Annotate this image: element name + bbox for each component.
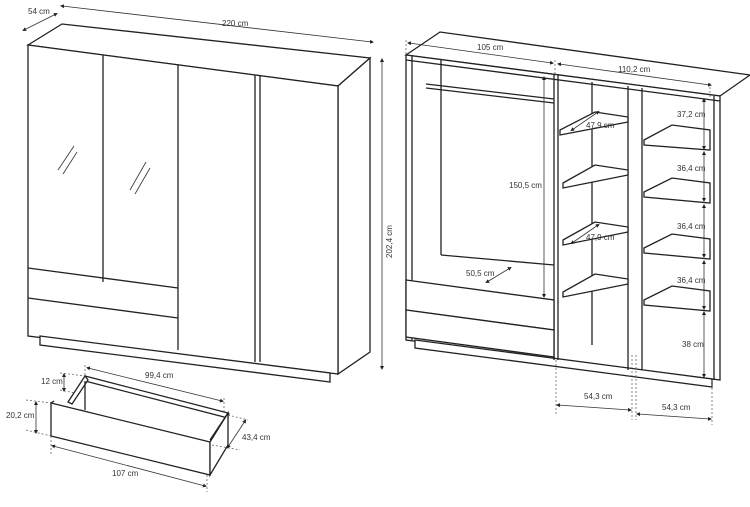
dim-drawer-front-height: 20,2 cm: [6, 411, 35, 420]
dim-shelf-height: 36,4 cm: [677, 164, 706, 173]
dim-width: 220 cm: [222, 19, 249, 28]
dim-depth: 54 cm: [28, 7, 50, 16]
dim-drawer-front-width: 107 cm: [112, 469, 139, 478]
dim-bottom-middle: 54,3 cm: [584, 392, 613, 401]
dim-left-width: 105 cm: [477, 43, 504, 52]
dim-drawer-inner-width: 99,4 cm: [145, 371, 174, 380]
dim-shelf-depth-lower: 47,9 cm: [586, 233, 615, 242]
wardrobe-open: 105 cm 110,2 cm 150,5 cm 50,5 cm 47,9 cm…: [404, 31, 750, 425]
wardrobe-closed: 220 cm 54 cm 202,4 cm: [22, 4, 394, 383]
drawer-detail: 99,4 cm 12 cm 20,2 cm 43,4 cm 107 cm: [6, 365, 271, 492]
dim-drawer-inner-height: 12 cm: [41, 377, 63, 386]
dim-shelf-height: 38 cm: [682, 340, 704, 349]
dim-height: 202,4 cm: [385, 225, 394, 258]
dim-shelf-depth-top: 47,9 cm: [586, 121, 615, 130]
dim-right-width: 110,2 cm: [618, 65, 651, 74]
dim-shelf-height: 37,2 cm: [677, 110, 706, 119]
dim-hanging-height: 150,5 cm: [509, 181, 542, 190]
dim-shelf-height: 36,4 cm: [677, 222, 706, 231]
dim-shelf-height: 36,4 cm: [677, 276, 706, 285]
dim-bottom-right: 54,3 cm: [662, 403, 691, 412]
dim-drawer-depth: 43,4 cm: [242, 433, 271, 442]
dim-drawer-depth-left: 50,5 cm: [466, 269, 495, 278]
